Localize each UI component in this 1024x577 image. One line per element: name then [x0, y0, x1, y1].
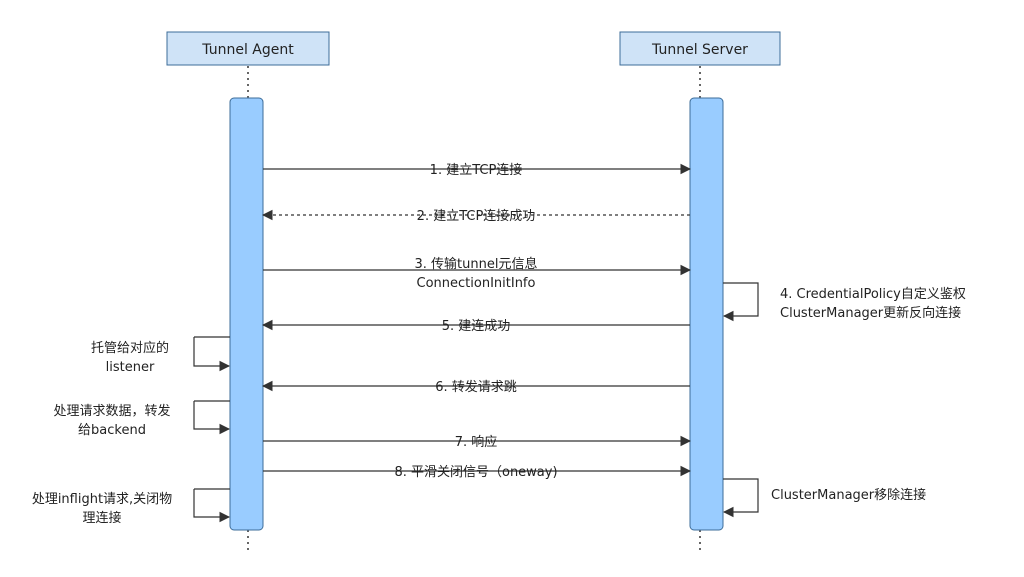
note-server-end: ClusterManager移除连接 [771, 487, 926, 503]
msg-3-label-line1: 3. 传输tunnel元信息 [415, 256, 538, 272]
actor-tunnel-server: Tunnel Server [619, 31, 781, 66]
agent-note-3-line2: 理连接 [82, 510, 121, 526]
actor-tunnel-server-label: Tunnel Server [651, 42, 748, 58]
agent-note-1-line2: listener [106, 360, 155, 375]
msg-2-label: 2. 建立TCP连接成功 [417, 208, 536, 224]
selfcall-agent-1 [193, 337, 231, 372]
activation-server [689, 97, 724, 531]
selfcall-agent-3 [193, 489, 231, 523]
note-4-line2: ClusterManager更新反向连接 [780, 305, 961, 321]
msg-8-label: 8. 平滑关闭信号（oneway) [394, 465, 557, 480]
note-4-line1: 4. CredentialPolicy自定义鉴权 [780, 286, 966, 302]
actor-tunnel-agent-label: Tunnel Agent [201, 42, 294, 58]
agent-note-2-line2: 给backend [78, 423, 146, 438]
agent-note-3-line1: 处理inflight请求,关闭物 [32, 492, 172, 507]
selfcall-server-4 [722, 282, 759, 322]
selfcall-agent-2 [193, 401, 231, 435]
msg-3-label-line2: ConnectionInitInfo [417, 276, 536, 291]
msg-5-label: 5. 建连成功 [442, 318, 511, 334]
selfcall-server-end [722, 478, 759, 518]
msg-7-label: 7. 响应 [455, 434, 498, 450]
activation-agent [229, 97, 264, 531]
msg-1-label: 1. 建立TCP连接 [430, 162, 523, 178]
agent-note-2-line1: 处理请求数据，转发 [53, 403, 170, 419]
actor-tunnel-agent: Tunnel Agent [166, 31, 330, 66]
agent-note-1-line1: 托管给对应的 [91, 340, 169, 356]
msg-6-label: 6. 转发请求跳 [435, 379, 517, 395]
